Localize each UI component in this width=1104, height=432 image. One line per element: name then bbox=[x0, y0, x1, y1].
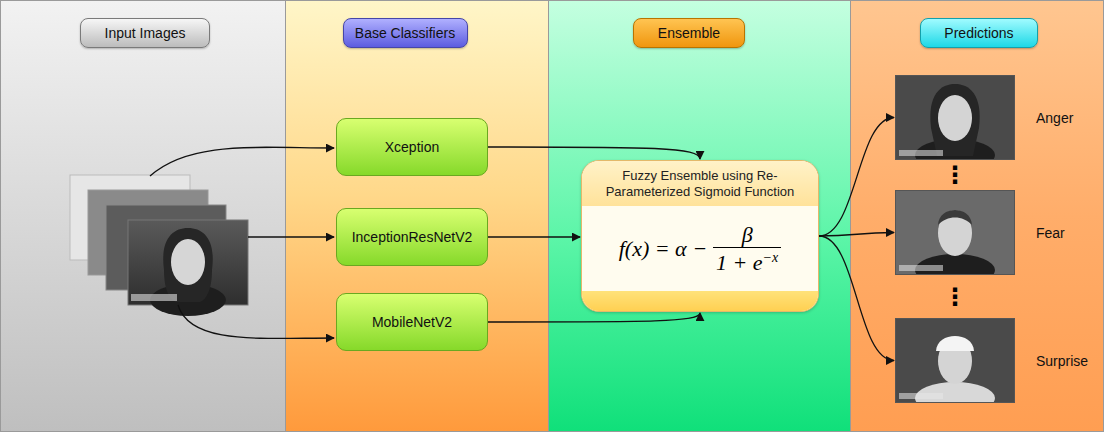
input-arrow bbox=[150, 147, 334, 176]
section-header: Ensemble bbox=[633, 18, 745, 48]
prediction-image: Surprise bbox=[895, 318, 1015, 403]
prediction-image: Fear bbox=[895, 190, 1015, 275]
face-photo bbox=[128, 220, 248, 316]
connector-arrow bbox=[488, 236, 580, 237]
formula: f(x) = α −β1 + e−x bbox=[582, 206, 818, 291]
section-header: Predictions bbox=[920, 18, 1038, 48]
section-header: Base Classifiers bbox=[343, 18, 468, 48]
classifier-box: InceptionResNetV2 bbox=[336, 208, 488, 266]
numerator: β bbox=[738, 222, 757, 247]
ensemble-title: Fuzzy Ensemble using Re-Parameterized Si… bbox=[592, 168, 808, 200]
formula-text: 1 + e bbox=[716, 250, 763, 275]
ensemble-box: Fuzzy Ensemble using Re-Parameterized Si… bbox=[581, 160, 819, 312]
class-label: Surprise bbox=[1036, 353, 1088, 369]
input-arrow bbox=[248, 236, 334, 237]
input-arrow bbox=[178, 305, 334, 338]
connector-arrow bbox=[819, 233, 894, 237]
connector-arrow bbox=[819, 236, 894, 361]
prediction-image: Anger bbox=[895, 75, 1015, 160]
ellipsis-mark: ⋮ bbox=[943, 161, 967, 189]
face-photo bbox=[896, 319, 1014, 402]
header-text: Ensemble bbox=[658, 25, 720, 41]
exponent: −x bbox=[763, 250, 779, 265]
fraction: β1 + e−x bbox=[713, 222, 781, 276]
class-label: Anger bbox=[1036, 110, 1073, 126]
class-label: Fear bbox=[1036, 225, 1065, 241]
ensemble-footer-band bbox=[582, 291, 818, 311]
section-header: Input Images bbox=[80, 18, 210, 48]
denominator: 1 + e−x bbox=[713, 248, 781, 276]
face-photo bbox=[896, 76, 1014, 159]
face-photo bbox=[896, 191, 1014, 274]
connector-arrow bbox=[488, 313, 700, 322]
fraction-bar bbox=[713, 247, 781, 248]
ensemble-header-band: Fuzzy Ensemble using Re-Parameterized Si… bbox=[582, 161, 818, 206]
formula-text: f(x) = α − bbox=[619, 236, 707, 262]
classifier-box: Xception bbox=[336, 118, 488, 176]
header-text: Predictions bbox=[944, 25, 1013, 41]
connector-arrow bbox=[819, 118, 894, 237]
connector-arrow bbox=[488, 147, 700, 159]
classifier-box: MobileNetV2 bbox=[336, 293, 488, 351]
classifier-label: Xception bbox=[385, 139, 439, 155]
classifier-label: InceptionResNetV2 bbox=[352, 229, 473, 245]
header-text: Base Classifiers bbox=[355, 25, 455, 41]
classifier-label: MobileNetV2 bbox=[372, 314, 452, 330]
ellipsis-mark: ⋮ bbox=[943, 283, 967, 311]
header-text: Input Images bbox=[105, 25, 186, 41]
